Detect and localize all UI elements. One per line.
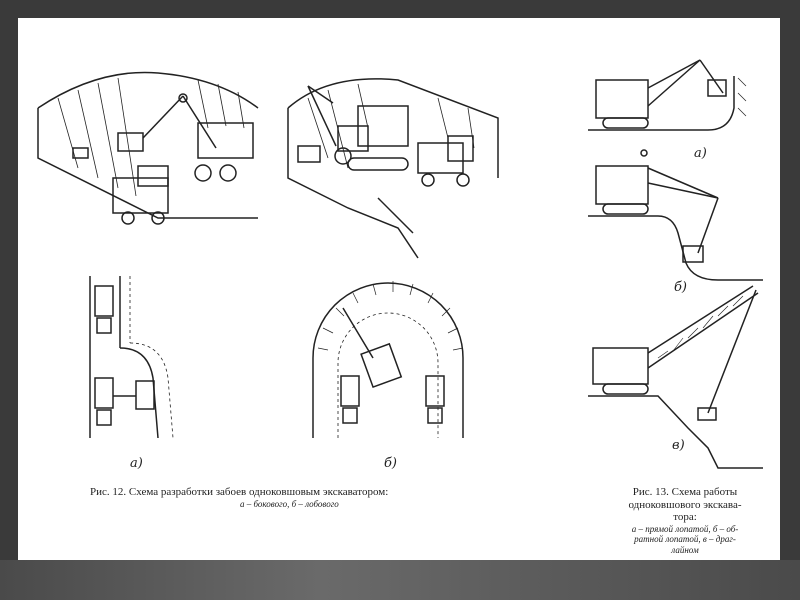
fig12-label-a: а) [130, 456, 143, 471]
excavator-diagrams [37, 59, 763, 469]
fig13-label-b: б) [674, 280, 688, 295]
fig12-caption: Рис. 12. Схема разработки забоев одноков… [90, 486, 560, 509]
fig12-caption-sub: а – бокового, б – лобового [240, 498, 339, 509]
fig13-caption: Рис. 13. Схема работы одноковшового экск… [600, 486, 770, 555]
fig13-caption-line3: тора: [673, 511, 697, 524]
slide: а) б) а) б) в) Рис. 12. Схема разработки… [18, 18, 780, 586]
frontal-face-scene [287, 78, 499, 259]
fig13-label-a: а) [694, 146, 707, 161]
fig12-caption-title: Рис. 12. Схема разработки забоев одноков… [90, 486, 389, 498]
plan-view-side [89, 276, 174, 439]
fig12-label-b: б) [384, 456, 398, 471]
straight-shovel-scheme [588, 59, 747, 131]
fig13-label-c: в) [672, 438, 685, 453]
fig13-sub-line3: лайном [671, 544, 699, 555]
backhoe-scheme [588, 149, 763, 281]
plan-view-frontal [312, 281, 464, 438]
side-face-scene [37, 71, 259, 225]
fig13-sub-line2: ратной лопатой, в – драг- [634, 534, 736, 545]
bottom-decor-band [0, 560, 800, 600]
fig13-sub-line1: а – прямой лопатой, б – об- [631, 523, 739, 534]
dragline-scheme [588, 285, 763, 469]
fig13-caption-line1: Рис. 13. Схема работы [632, 486, 738, 498]
fig13-caption-line2: одноковшового экскава- [628, 498, 742, 511]
